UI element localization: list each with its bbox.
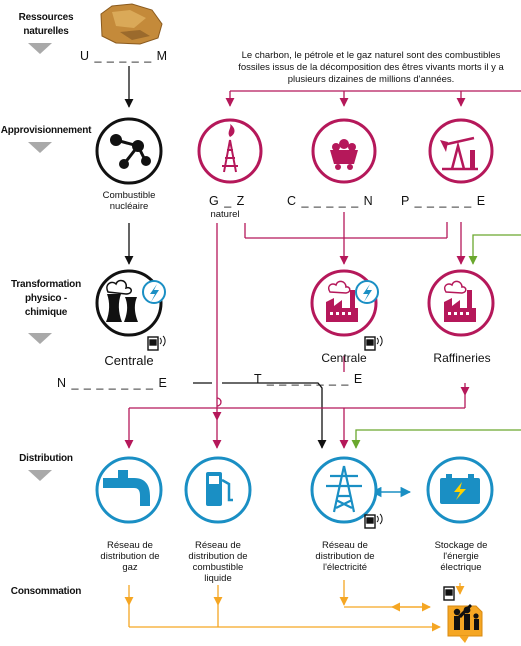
- stage-triangles: [28, 43, 52, 481]
- label-reseau-liquide: Réseau de distribution de combustible li…: [188, 540, 248, 584]
- blank-nucleaire[interactable]: N _ _ _ _ _ _ _ E: [57, 376, 168, 390]
- fuel-pump-icon: [184, 456, 252, 524]
- label-centrale-nucleaire: Centrale: [104, 353, 154, 368]
- refinery-icon: [427, 269, 495, 337]
- blank-charbon[interactable]: C _ _ _ _ _ N: [287, 194, 374, 208]
- blank-petrole[interactable]: P _ _ _ _ _ E: [401, 194, 487, 208]
- molecule-icon: [95, 117, 163, 185]
- label-combustible-nucleaire: Combustible nucléaire: [102, 190, 156, 212]
- stage-label-distribution: Distribution: [19, 453, 73, 464]
- oil-pumpjack-icon: [428, 118, 494, 184]
- stage-label-approvisionnement: Approvisionnement: [0, 125, 92, 136]
- screen-icon: [147, 336, 455, 601]
- stage-label-transformation: Transformation physico - chimique: [11, 279, 81, 318]
- gas-flare-tower-icon: [197, 118, 263, 184]
- stage-label-consommation: Consommation: [10, 586, 82, 597]
- thermal-plant-icon: [310, 269, 379, 337]
- coal-wagon-icon: [311, 118, 377, 184]
- fossil-fuel-note: Le charbon, le pétrole et le gaz naturel…: [238, 50, 504, 85]
- label-stockage: Stockage de l'énergie électrique: [434, 540, 488, 573]
- electric-pylon-icon: [310, 456, 378, 524]
- family-icon: [447, 604, 483, 643]
- label-reseau-gaz: Réseau de distribution de gaz: [100, 540, 160, 573]
- blank-uranium[interactable]: U _ _ _ _ _ M: [80, 49, 169, 63]
- battery-icon: [426, 456, 494, 524]
- stage-label-ressources: Ressources naturelles: [18, 12, 74, 37]
- label-raffineries: Raffineries: [433, 351, 491, 365]
- label-reseau-elec: Réseau de distribution de l'électricité: [315, 540, 375, 573]
- label-centrale-thermique: Centrale: [321, 351, 367, 365]
- nuclear-plant-icon: [95, 269, 166, 337]
- gas-pipe-icon: [95, 456, 163, 524]
- label-naturel: naturel: [210, 209, 240, 220]
- rock-ore-icon: [100, 3, 163, 45]
- blank-gaz[interactable]: G _ Z: [209, 194, 246, 208]
- blank-thermique[interactable]: T _ _ _ _ _ _ _ E: [254, 372, 364, 386]
